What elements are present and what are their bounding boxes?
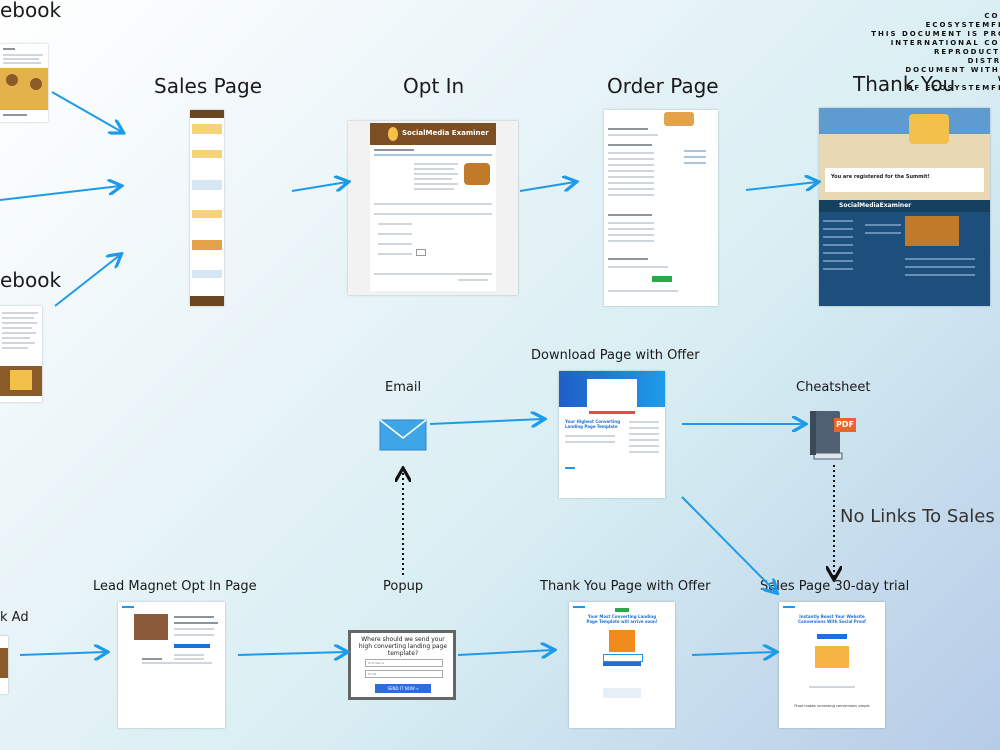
arrow-icon	[54, 255, 120, 307]
arrow-icon	[457, 650, 553, 655]
thumb-thank-you-offer-page: Your Most Converting Landing Page Templa…	[569, 602, 675, 728]
label-order-page: Order Page	[607, 74, 719, 98]
label-facebook-mid: ebook	[0, 268, 62, 292]
arrow-icon	[691, 652, 775, 655]
arrow-icon	[519, 182, 575, 192]
pdf-book-icon	[810, 411, 843, 460]
arrow-icon	[681, 496, 776, 592]
popup-send-button[interactable]: SEND IT NOW »	[375, 684, 431, 693]
arrow-icon	[237, 652, 346, 655]
label-sales-trial: Sales Page 30-day trial	[760, 579, 910, 594]
thumb-facebook-post-top	[0, 44, 48, 122]
thumb-thank-you-page: You are registered for the Summit! Socia…	[819, 108, 990, 306]
arrow-icon	[429, 419, 543, 424]
thumb-download-page: Your Highest Converting Landing Page Tem…	[559, 371, 665, 498]
arrow-icon	[51, 91, 122, 132]
label-sales-page: Sales Page	[154, 74, 263, 98]
copyright-notice: COPYRIGHT ECOSYSTEMFLYWHEEL THIS DOCUMEN…	[871, 12, 1000, 92]
label-opt-in: Opt In	[403, 74, 465, 98]
arrow-icon	[291, 182, 347, 192]
arrow-icon	[0, 186, 120, 201]
label-facebook-top: ebook	[0, 0, 62, 22]
popup-card: Where should we send your high convertin…	[348, 630, 456, 700]
label-download-page: Download Page with Offer	[531, 348, 700, 363]
thumb-opt-in-page: SocialMedia Examiner	[348, 121, 518, 295]
thumb-lead-magnet-page	[118, 602, 225, 728]
thumb-sales-page	[190, 110, 224, 306]
thumb-sales-trial-page: Instantly Boost Your Website Conversions…	[779, 602, 885, 728]
label-thank-you: Thank You	[853, 72, 956, 96]
arrow-icon	[745, 182, 817, 190]
arrow-icon	[19, 652, 106, 655]
label-fb-ad: k Ad	[0, 610, 29, 625]
thumb-order-page	[604, 110, 718, 306]
label-lead-magnet: Lead Magnet Opt In Page	[93, 579, 257, 594]
label-email: Email	[385, 380, 422, 395]
popup-title: Where should we send your high convertin…	[358, 636, 448, 657]
label-cheatsheet: Cheatsheet	[796, 380, 871, 395]
thumb-facebook-post-mid	[0, 306, 42, 402]
pdf-label: PDF	[834, 418, 856, 432]
popup-email-field[interactable]: Email	[365, 670, 443, 678]
label-thank-you-offer: Thank You Page with Offer	[540, 579, 711, 594]
label-popup: Popup	[383, 579, 424, 594]
label-no-links: No Links To Sales	[840, 506, 995, 527]
envelope-icon	[379, 419, 427, 451]
popup-name-field[interactable]: First Name	[365, 659, 443, 667]
thumb-fb-ad	[0, 636, 8, 694]
